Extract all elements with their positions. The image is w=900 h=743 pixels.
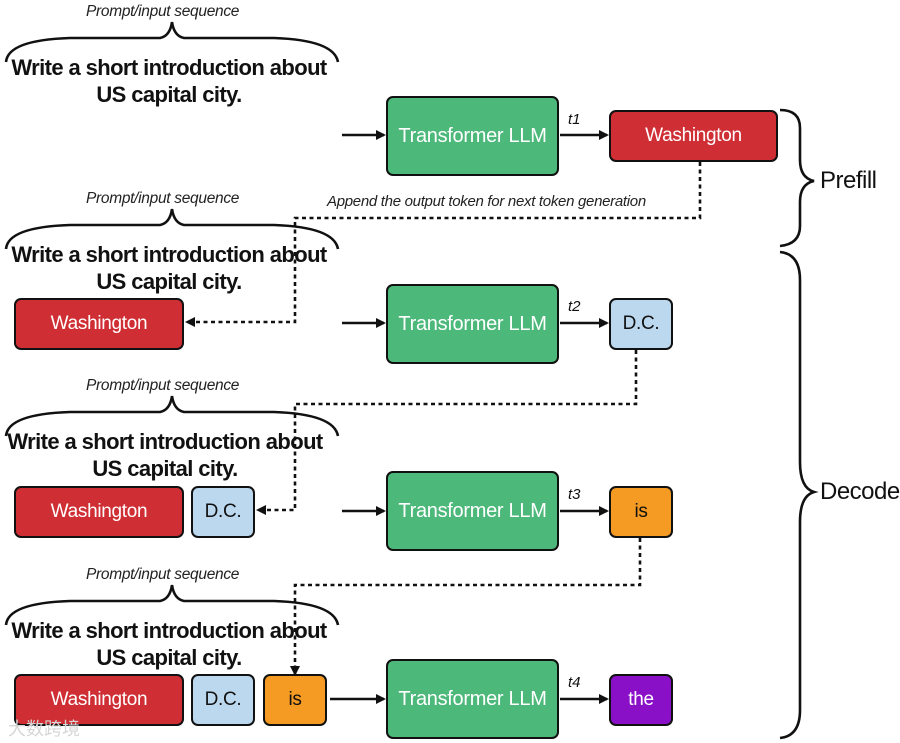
prompt-text-4: Write a short introduction about US capi… bbox=[11, 618, 327, 670]
prompt-brace-4 bbox=[4, 584, 340, 626]
output-token-3: is bbox=[609, 486, 673, 538]
input-token-dc-3: D.C. bbox=[191, 486, 255, 538]
prompt-label-2: Prompt/input sequence bbox=[86, 190, 240, 207]
prompt-label-3: Prompt/input sequence bbox=[86, 377, 240, 394]
input-token-dc-4: D.C. bbox=[191, 674, 255, 726]
decode-brace bbox=[779, 250, 819, 740]
input-token-washington-4: Washington bbox=[14, 674, 184, 726]
transformer-llm-1: Transformer LLM bbox=[386, 96, 559, 176]
prompt-label-4: Prompt/input sequence bbox=[86, 566, 240, 583]
prompt-brace-1 bbox=[4, 21, 340, 63]
prompt-text-3: Write a short introduction about US capi… bbox=[7, 429, 323, 481]
input-token-is-4: is bbox=[263, 674, 327, 726]
feedback-path-2 bbox=[256, 350, 638, 515]
prefill-brace bbox=[779, 108, 815, 248]
output-token-1: Washington bbox=[609, 110, 778, 162]
input-token-washington-3: Washington bbox=[14, 486, 184, 538]
transformer-llm-2: Transformer LLM bbox=[386, 284, 559, 364]
transformer-llm-4: Transformer LLM bbox=[386, 659, 559, 739]
stage-label-decode: Decode bbox=[820, 478, 900, 505]
feedback-path-1 bbox=[185, 162, 702, 327]
prompt-text-2: Write a short introduction about US capi… bbox=[11, 242, 327, 294]
prompt-brace-2 bbox=[4, 208, 340, 250]
prompt-label-1: Prompt/input sequence bbox=[86, 3, 240, 20]
time-step-4: t4 bbox=[568, 674, 581, 691]
time-step-3: t3 bbox=[568, 486, 581, 503]
output-token-2: D.C. bbox=[609, 298, 673, 350]
time-step-1: t1 bbox=[568, 111, 581, 128]
input-token-washington-2: Washington bbox=[14, 298, 184, 350]
prompt-text-1: Write a short introduction about US capi… bbox=[11, 55, 327, 107]
transformer-llm-3: Transformer LLM bbox=[386, 471, 559, 551]
append-note: Append the output token for next token g… bbox=[327, 193, 646, 210]
time-step-2: t2 bbox=[568, 298, 581, 315]
output-token-4: the bbox=[609, 674, 673, 726]
feedback-path-3 bbox=[290, 538, 642, 676]
stage-label-prefill: Prefill bbox=[820, 167, 877, 194]
watermark: 大数跨境 bbox=[8, 719, 80, 739]
prompt-brace-3 bbox=[4, 395, 340, 437]
